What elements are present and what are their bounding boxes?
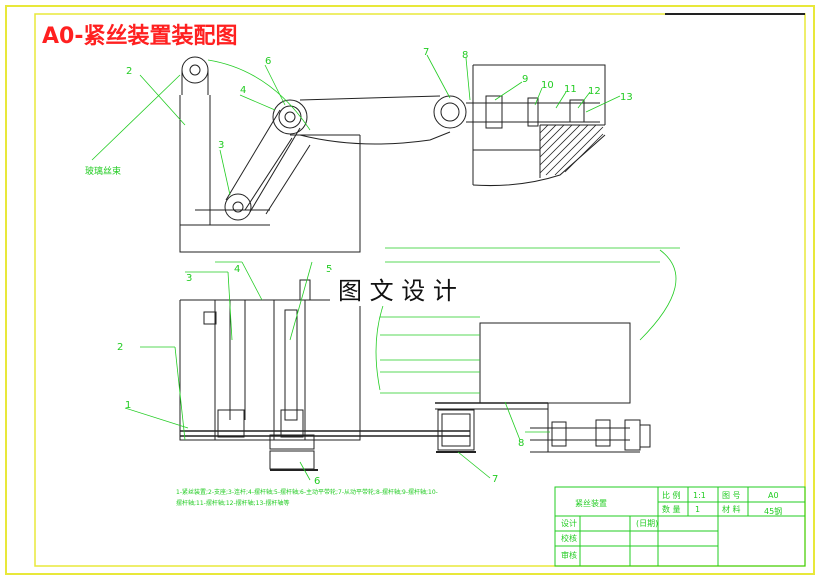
tb-qty-value: 1 xyxy=(695,505,700,514)
callout-7-top: 7 xyxy=(423,47,429,58)
top-view xyxy=(179,56,606,253)
callout-12-top: 12 xyxy=(588,86,601,97)
top-leaders xyxy=(91,54,621,196)
tb-drawing-no-value: A0 xyxy=(768,491,779,500)
tb-material-value: 45钢 xyxy=(764,506,782,516)
callout-7-bottom: 7 xyxy=(492,474,498,485)
callout-10-top: 10 xyxy=(541,80,554,91)
callout-13-top: 13 xyxy=(620,92,633,103)
callout-5-bottom: 5 xyxy=(326,264,332,275)
callout-2-top: 2 xyxy=(126,66,132,77)
tb-qty-label: 数 量 xyxy=(662,504,681,514)
lower-joint xyxy=(224,193,252,221)
callout-6-top: 6 xyxy=(265,56,271,67)
tb-designer-label: 设计 xyxy=(561,518,577,528)
parts-list-line-2: 摆杆轴;11-摆杆轴;12-摆杆轴;13-摆杆轴等 xyxy=(176,499,289,507)
watermark-text: 图 文 设 计 xyxy=(338,277,457,305)
callout-8-top: 8 xyxy=(462,50,468,61)
tb-drawing-no-label: 图 号 xyxy=(722,491,741,500)
callout-9-top: 9 xyxy=(522,74,528,85)
callout-6-bottom: 6 xyxy=(314,476,320,487)
callout-1-bottom: 1 xyxy=(125,400,131,411)
watermark-bg xyxy=(330,270,490,306)
callout-11-top: 11 xyxy=(564,84,577,95)
bottom-guides xyxy=(124,247,680,481)
tb-checker-label: 校核 xyxy=(561,533,577,543)
section-hatch xyxy=(539,124,604,176)
fiber-label: 玻璃丝束 xyxy=(85,165,121,177)
drawing-title: A0-紧丝装置装配图 xyxy=(42,23,237,49)
parts-list-line-1: 1-紧丝装置;2-支座;3-连杆;4-摆杆轴;5-摆杆轴;6-主动平带轮;7-从… xyxy=(176,488,438,496)
title-block xyxy=(554,486,806,567)
right-pivot xyxy=(433,95,467,129)
tb-scale-value: 1:1 xyxy=(693,491,706,500)
outer-border xyxy=(5,5,815,575)
callout-3-top: 3 xyxy=(218,140,224,151)
upper-joint xyxy=(272,99,308,135)
tb-material-label: 材 料 xyxy=(722,504,741,514)
callout-8-bottom: 8 xyxy=(518,438,524,449)
callout-2-bottom: 2 xyxy=(117,342,123,353)
tb-date-label: (日期) xyxy=(636,519,658,528)
tb-scale-label: 比 例 xyxy=(662,490,681,500)
bottom-view xyxy=(179,279,651,471)
tb-name: 紧丝装置 xyxy=(575,498,607,508)
tb-approver-label: 审核 xyxy=(561,550,577,560)
callout-3-bottom: 3 xyxy=(186,273,192,284)
top-pulley xyxy=(181,56,209,84)
inner-border xyxy=(34,13,806,567)
callout-4-top: 4 xyxy=(240,85,246,96)
callout-4-bottom: 4 xyxy=(234,264,240,275)
